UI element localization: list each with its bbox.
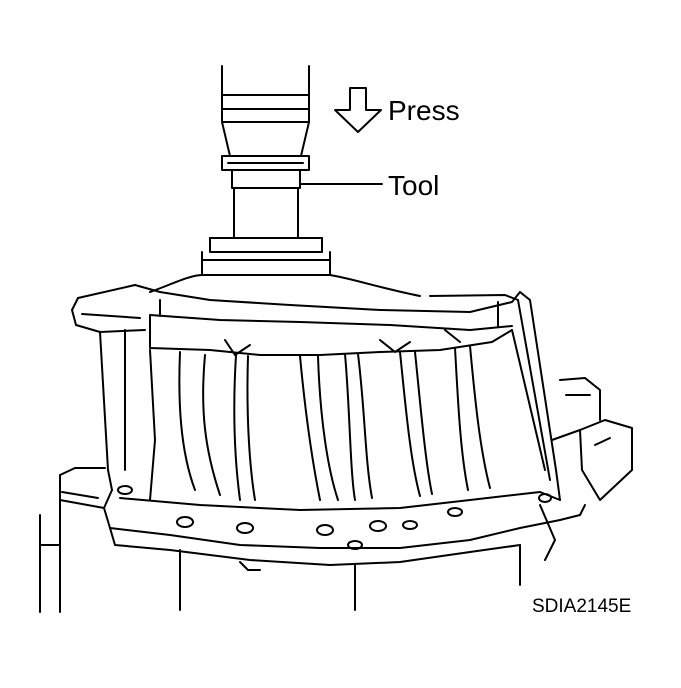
tool: [201, 155, 331, 276]
press-ram: [221, 65, 310, 157]
figure-id-label: SDIA2145E: [532, 596, 631, 617]
transaxle-case: [39, 274, 633, 613]
press-label: Press: [388, 95, 460, 126]
tool-label: Tool: [388, 170, 439, 201]
press-arrow-icon: [334, 87, 382, 133]
